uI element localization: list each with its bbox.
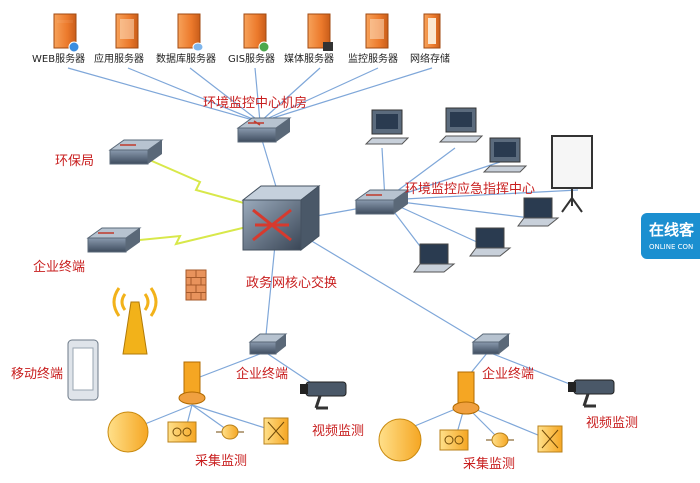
switch-emergency-center-icon xyxy=(354,189,410,215)
online-service-title: 在线客 xyxy=(649,221,695,239)
switch-left-enterprise-icon xyxy=(248,333,288,355)
label-monitor-server: 监控服务器 xyxy=(348,54,398,65)
label-core-switch: 政务网核心交换 xyxy=(246,276,338,291)
collector-icon xyxy=(452,371,480,415)
links xyxy=(67,67,591,441)
label-video-monitoring-right: 视频监测 xyxy=(586,416,639,431)
server-links xyxy=(67,67,433,123)
core-downlinks xyxy=(264,239,486,346)
monitor-server-icon xyxy=(365,13,389,49)
label-network-storage: 网络存储 xyxy=(410,54,450,65)
camera-icon xyxy=(568,379,615,408)
sensor-round-icon xyxy=(378,418,422,462)
emergency-center-fanout xyxy=(381,147,579,263)
label-database-server: 数据库服务器 xyxy=(156,54,216,65)
desktop-icon xyxy=(364,109,410,145)
label-app-server: 应用服务器 xyxy=(94,54,144,65)
label-gis-server: GIS服务器 xyxy=(228,54,276,65)
laptop-icon xyxy=(469,227,512,257)
server-row xyxy=(53,13,441,53)
label-enterprise-terminal-left: 企业终端 xyxy=(236,367,289,382)
label-mobile-terminal: 移动终端 xyxy=(11,367,64,382)
label-data-center: 环境监控中心机房 xyxy=(203,96,308,111)
right-site-links xyxy=(409,351,591,441)
desktop-icon xyxy=(438,107,484,143)
label-enterprise-terminal-right: 企业终端 xyxy=(482,367,535,382)
label-env-bureau: 环保局 xyxy=(55,154,95,169)
sensor-box-icon xyxy=(263,417,289,445)
gis-server-icon xyxy=(243,13,270,53)
label-web-server: WEB服务器 xyxy=(32,54,86,65)
laptop-icon xyxy=(413,243,456,273)
left-site-links xyxy=(134,351,326,433)
online-service-subtitle: ONLINE CON xyxy=(649,243,694,251)
label-emergency-center: 环境监控应急指挥中心 xyxy=(405,182,536,197)
web-server-icon xyxy=(53,13,80,53)
bolt-env-bureau xyxy=(144,157,256,207)
laptop-icon xyxy=(517,197,560,227)
radio-tower-icon xyxy=(112,287,158,355)
collector-icon xyxy=(178,361,206,405)
desktop-icon xyxy=(482,137,528,173)
sensor-valve-icon xyxy=(486,432,514,448)
wireless-links xyxy=(119,157,256,246)
label-enterprise-terminal: 企业终端 xyxy=(33,260,86,275)
app-server-icon xyxy=(115,13,139,49)
projection-screen-icon xyxy=(551,135,593,213)
database-server-icon xyxy=(177,13,204,52)
network-storage-icon xyxy=(423,13,441,49)
online-service-badge[interactable]: 在线客 ONLINE CON xyxy=(641,213,700,259)
sensor-round-icon xyxy=(107,411,149,453)
bolt-enterprise xyxy=(119,224,256,246)
switch-right-enterprise-icon xyxy=(471,333,511,355)
label-video-monitoring-left: 视频监测 xyxy=(312,424,365,439)
mobile-terminal-icon xyxy=(67,339,99,401)
firewall-icon xyxy=(185,269,207,301)
label-data-acquisition-left: 采集监测 xyxy=(195,454,248,469)
sensor-valve-icon xyxy=(216,424,244,440)
switch-data-center-icon xyxy=(236,117,292,143)
sensor-meter-icon xyxy=(167,421,197,443)
label-media-server: 媒体服务器 xyxy=(284,54,334,65)
media-server-icon xyxy=(307,13,333,51)
sensor-box-icon xyxy=(537,425,563,453)
core-switch-icon xyxy=(241,184,321,252)
switch-env-bureau-icon xyxy=(108,139,164,165)
switch-enterprise-icon xyxy=(86,227,142,253)
camera-icon xyxy=(300,381,347,410)
label-data-acquisition-right: 采集监测 xyxy=(463,457,516,472)
sensor-meter-icon xyxy=(439,429,469,451)
